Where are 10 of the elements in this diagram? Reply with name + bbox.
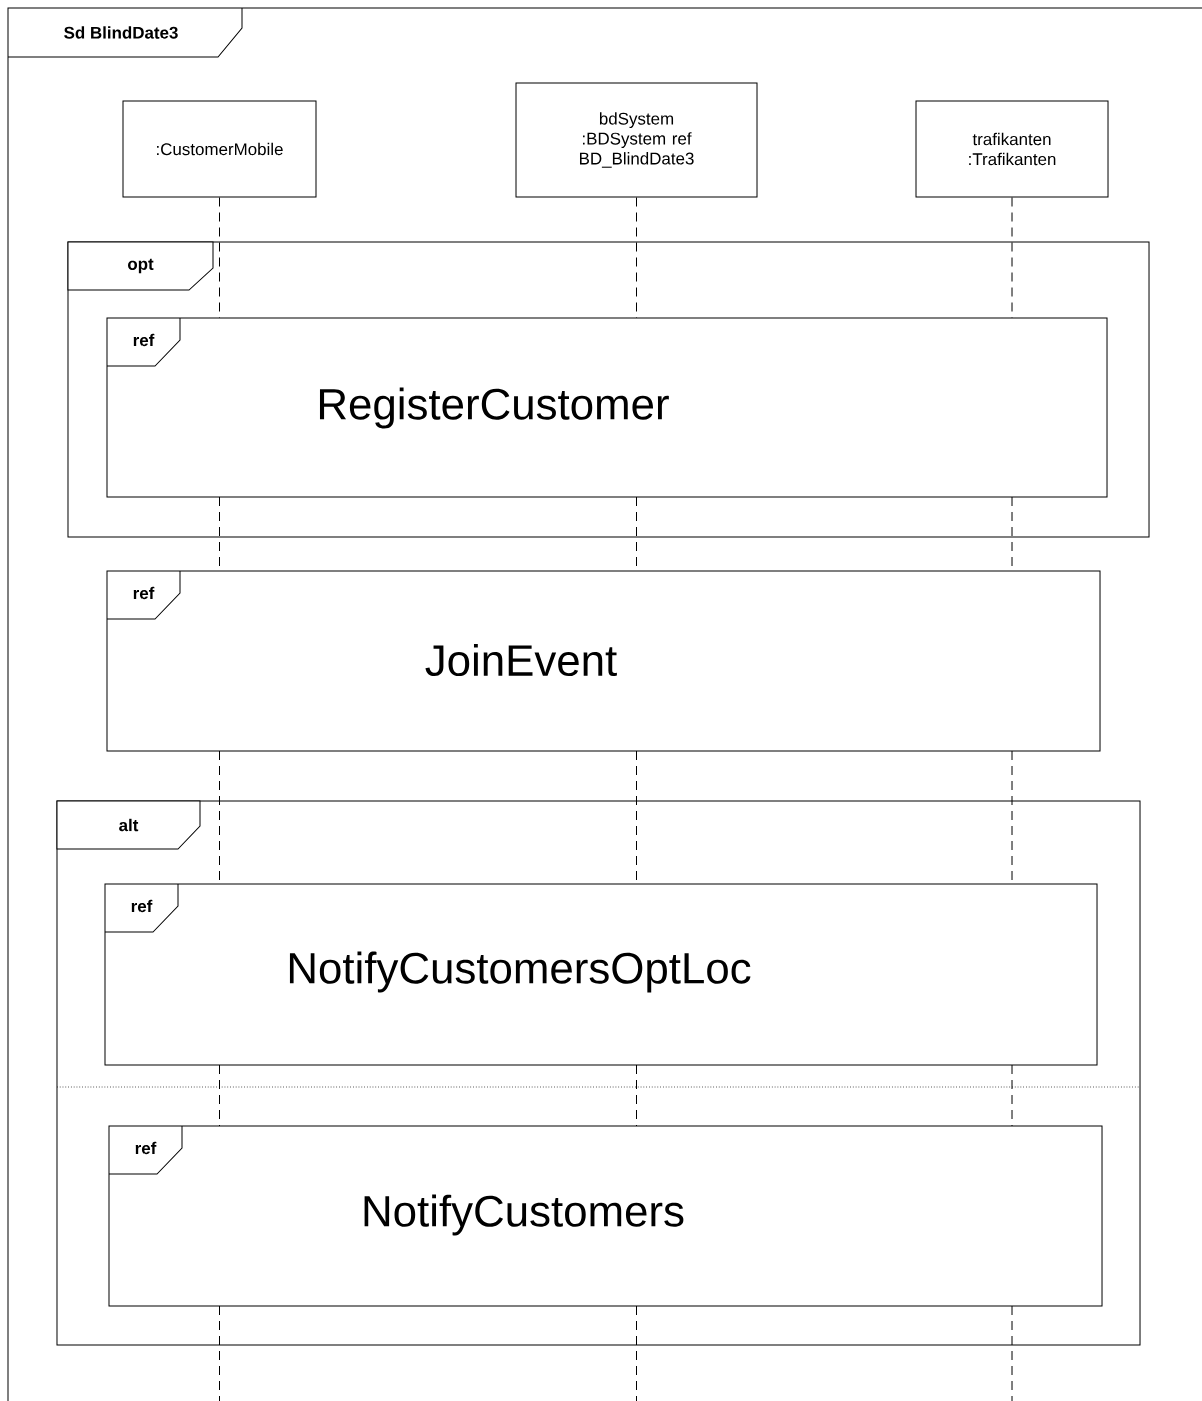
lifeline-box: bdSystem :BDSystem ref BD_BlindDate3 bbox=[515, 82, 758, 198]
interaction-ref-box: ref JoinEvent bbox=[106, 570, 1101, 752]
interaction-ref-box: ref NotifyCustomersOptLoc bbox=[104, 883, 1098, 1066]
lifeline bbox=[636, 197, 637, 1401]
lifeline-box: trafikanten :Trafikanten bbox=[915, 100, 1109, 198]
interaction-ref-box: ref RegisterCustomer bbox=[106, 317, 1108, 498]
lifeline bbox=[219, 197, 220, 1401]
lifeline-box: :CustomerMobile bbox=[122, 100, 317, 198]
interaction-ref-box: ref NotifyCustomers bbox=[108, 1125, 1103, 1307]
lifeline bbox=[1011, 197, 1013, 1401]
